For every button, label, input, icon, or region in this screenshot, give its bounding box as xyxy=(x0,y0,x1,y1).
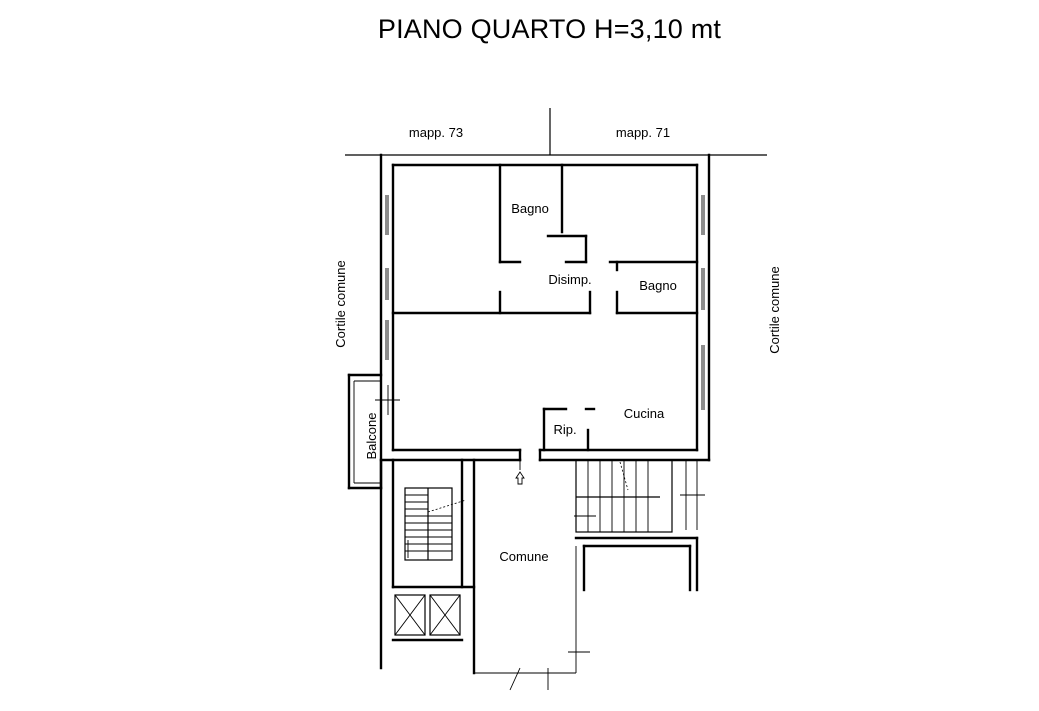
disimp-label: Disimp. xyxy=(548,272,591,287)
balcone-label: Balcone xyxy=(364,413,379,460)
windows xyxy=(375,195,705,415)
bagno-upper-label: Bagno xyxy=(511,201,549,216)
comune-label: Comune xyxy=(499,549,548,564)
balcony xyxy=(347,373,383,490)
mapp-71-label: mapp. 71 xyxy=(616,125,670,140)
bagno-lower-label: Bagno xyxy=(639,278,677,293)
rip-label: Rip. xyxy=(553,422,576,437)
interior-walls xyxy=(391,163,699,452)
entry-arrow-icon xyxy=(515,471,525,485)
property-lines xyxy=(345,108,767,156)
cortile-comune-left-label: Cortile comune xyxy=(333,260,348,347)
cortile-comune-right-label: Cortile comune xyxy=(767,266,782,353)
plan-title: PIANO QUARTO H=3,10 mt xyxy=(377,14,722,44)
mapp-73-label: mapp. 73 xyxy=(409,125,463,140)
common-area xyxy=(379,458,705,691)
cucina-label: Cucina xyxy=(624,406,665,421)
